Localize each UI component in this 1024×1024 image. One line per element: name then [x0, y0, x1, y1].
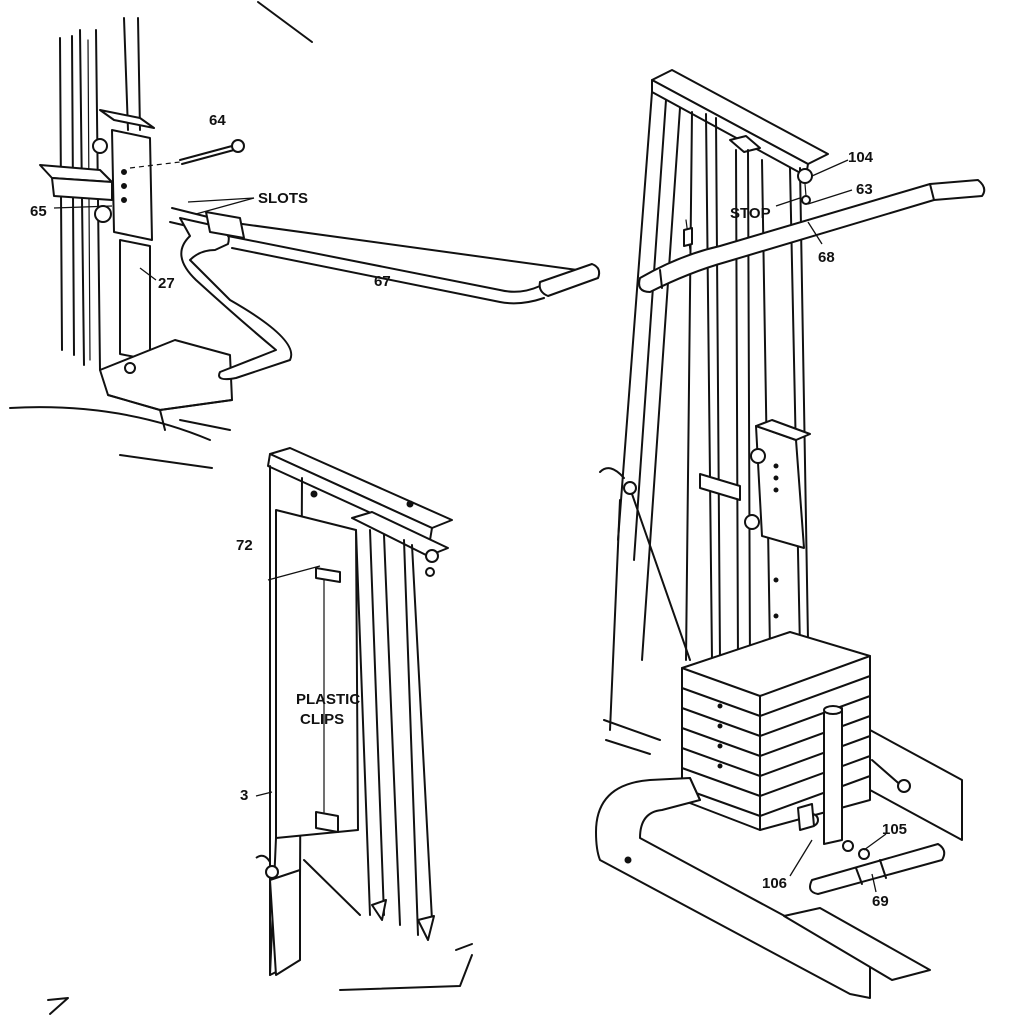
- shroud-panel-3: [269, 509, 359, 976]
- detail-lower-center: [255, 447, 453, 976]
- assembled-machine: [47, 69, 986, 1015]
- handle-69: [797, 803, 946, 895]
- label-72: 72: [236, 537, 253, 554]
- label-plastic: PLASTIC: [296, 691, 360, 708]
- label-67: 67: [374, 273, 391, 290]
- label-105: 105: [882, 821, 907, 838]
- label-69: 69: [872, 893, 889, 910]
- detail-upper-left: [9, 1, 601, 469]
- pin-64: [129, 139, 245, 169]
- label-63: 63: [856, 181, 873, 198]
- base-frame: [595, 719, 963, 999]
- label-104: 104: [848, 149, 874, 166]
- label-68: 68: [818, 249, 835, 266]
- label-clips: CLIPS: [300, 711, 344, 728]
- label-3: 3: [240, 787, 248, 804]
- label-stop: STOP: [730, 205, 771, 222]
- carriage-bracket: [39, 109, 155, 361]
- label-27: 27: [158, 275, 175, 292]
- lat-bar-68: [638, 179, 986, 293]
- callout-labels: 64 65 SLOTS 27 67 104 63 STOP 68 72 PLAS…: [30, 112, 907, 910]
- label-slots: SLOTS: [258, 190, 308, 207]
- label-65: 65: [30, 203, 47, 220]
- label-106: 106: [762, 875, 787, 892]
- base-block: [99, 339, 233, 431]
- label-64: 64: [209, 112, 226, 129]
- bar-67: [169, 207, 601, 381]
